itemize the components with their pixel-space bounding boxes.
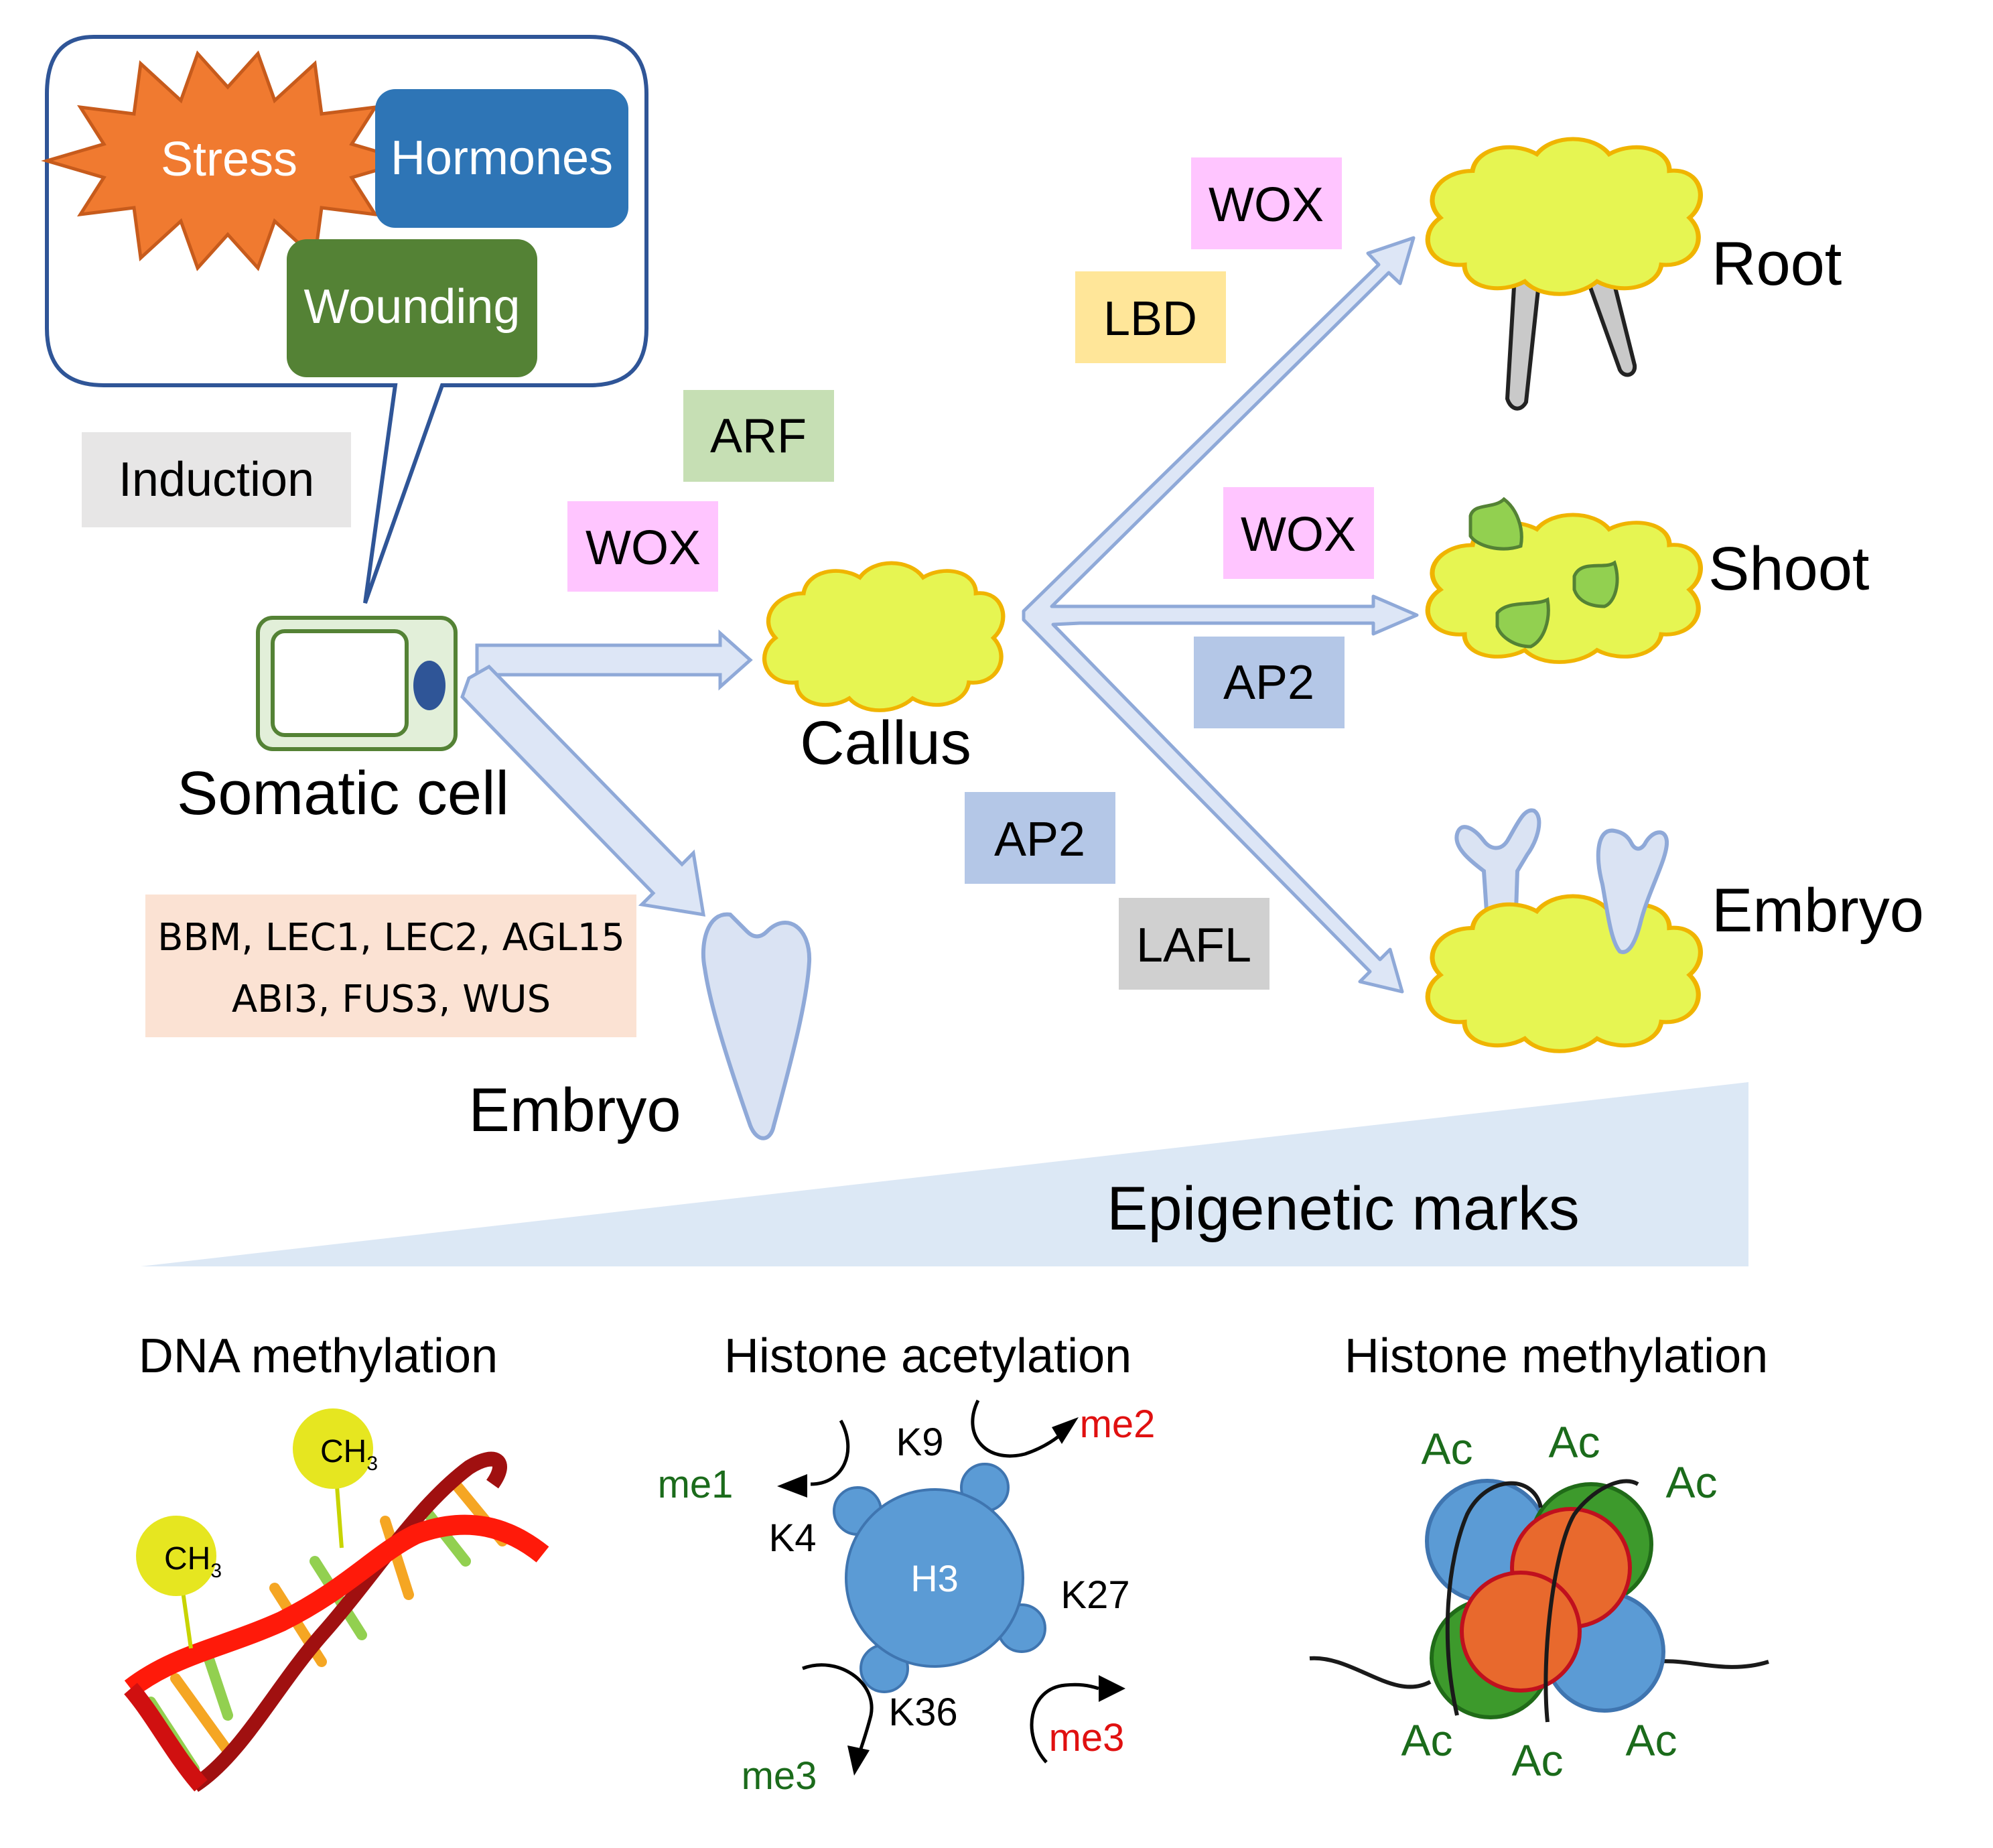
tag-lafl: LAFL	[1119, 898, 1269, 990]
arrow-to-callus	[475, 629, 753, 691]
tag-ap2-embryo-label: AP2	[994, 813, 1085, 866]
tag-wox-left: WOX	[567, 501, 718, 592]
hormones-label: Hormones	[391, 131, 613, 185]
methyl-group-a	[136, 1516, 216, 1596]
wounding-box: Wounding	[287, 239, 537, 377]
tag-wox-shoot: WOX	[1223, 487, 1374, 579]
genes-line-2: ABI3, FUS3, WUS	[232, 978, 551, 1021]
me3-green-label: me3	[742, 1754, 817, 1798]
k9-label: K9	[896, 1421, 944, 1464]
embryo-left-label: Embryo	[469, 1076, 681, 1144]
ac-labels: Ac Ac Ac Ac Ac Ac	[1401, 1417, 1717, 1785]
stress-starburst: Stress	[41, 50, 415, 271]
tag-lbd: LBD	[1075, 271, 1226, 363]
epigenetic-marks-label: Epigenetic marks	[1107, 1175, 1580, 1243]
arrows	[460, 236, 1419, 994]
arrow-to-embryo	[460, 664, 706, 917]
acetylation-arrows	[777, 1399, 1125, 1776]
callus	[764, 563, 1003, 710]
h3-label: H3	[910, 1557, 959, 1599]
ac-label-1: Ac	[1421, 1424, 1472, 1473]
tag-lbd-label: LBD	[1103, 292, 1197, 346]
tag-wox-left-label: WOX	[586, 521, 701, 575]
callus-label: Callus	[800, 709, 971, 777]
ch3-label-a: CH3	[164, 1541, 222, 1582]
ac-label-3: Ac	[1665, 1457, 1717, 1507]
k27-label: K27	[1060, 1573, 1129, 1617]
tag-ap2-embryo: AP2	[965, 792, 1115, 884]
embryo-right-label: Embryo	[1712, 876, 1924, 945]
wounding-label: Wounding	[304, 280, 521, 334]
shoot-regenerant	[1428, 497, 1700, 662]
ac-label-4: Ac	[1401, 1715, 1452, 1765]
somatic-cell	[256, 616, 458, 751]
me3-red-label: me3	[1049, 1716, 1125, 1760]
tag-arf-label: ARF	[710, 409, 807, 463]
nucleosome	[1309, 1479, 1769, 1723]
k36-label: K36	[888, 1691, 957, 1734]
me2-label: me2	[1080, 1402, 1156, 1446]
arrow-to-root	[1022, 236, 1419, 994]
me1-label: me1	[658, 1463, 734, 1506]
ac-label-5: Ac	[1511, 1735, 1563, 1785]
epigenetic-wedge	[141, 1082, 1748, 1266]
h3-histone: H3	[833, 1463, 1046, 1693]
tag-ap2-shoot-label: AP2	[1223, 656, 1314, 710]
histone-methylation-title: Histone methylation	[1345, 1329, 1768, 1383]
nucleus	[413, 661, 445, 710]
histone-acetylation-title: Histone acetylation	[724, 1329, 1131, 1383]
dna-helix	[124, 1408, 549, 1792]
genes-line-1: BBM, LEC1, LEC2, AGL15	[157, 916, 625, 960]
root-regenerant	[1428, 139, 1700, 411]
dna-methylation-title: DNA methylation	[139, 1329, 498, 1383]
somatic-cell-label: Somatic cell	[177, 759, 509, 828]
k4-label: K4	[769, 1516, 817, 1560]
hormones-box: Hormones	[375, 89, 628, 228]
tag-arf: ARF	[683, 390, 834, 482]
induction-label: Induction	[119, 453, 314, 507]
root-label: Root	[1712, 230, 1842, 298]
embryo-heart-left	[703, 915, 809, 1138]
genes-box: BBM, LEC1, LEC2, AGL15 ABI3, FUS3, WUS	[145, 895, 636, 1037]
tag-wox-root: WOX	[1191, 157, 1342, 249]
tag-lafl-label: LAFL	[1136, 919, 1251, 972]
induction-tag: Induction	[82, 432, 351, 527]
methyl-group-b	[293, 1408, 373, 1489]
stress-label: Stress	[161, 133, 297, 186]
ac-label-6: Ac	[1625, 1715, 1677, 1765]
tag-wox-root-label: WOX	[1209, 178, 1324, 232]
embryo-regenerant	[1428, 808, 1700, 1051]
shoot-label: Shoot	[1708, 535, 1869, 603]
tag-ap2-shoot: AP2	[1194, 637, 1345, 728]
ac-label-2: Ac	[1548, 1417, 1600, 1467]
ch3-label-b: CH3	[320, 1434, 378, 1475]
tag-wox-shoot-label: WOX	[1241, 508, 1356, 562]
